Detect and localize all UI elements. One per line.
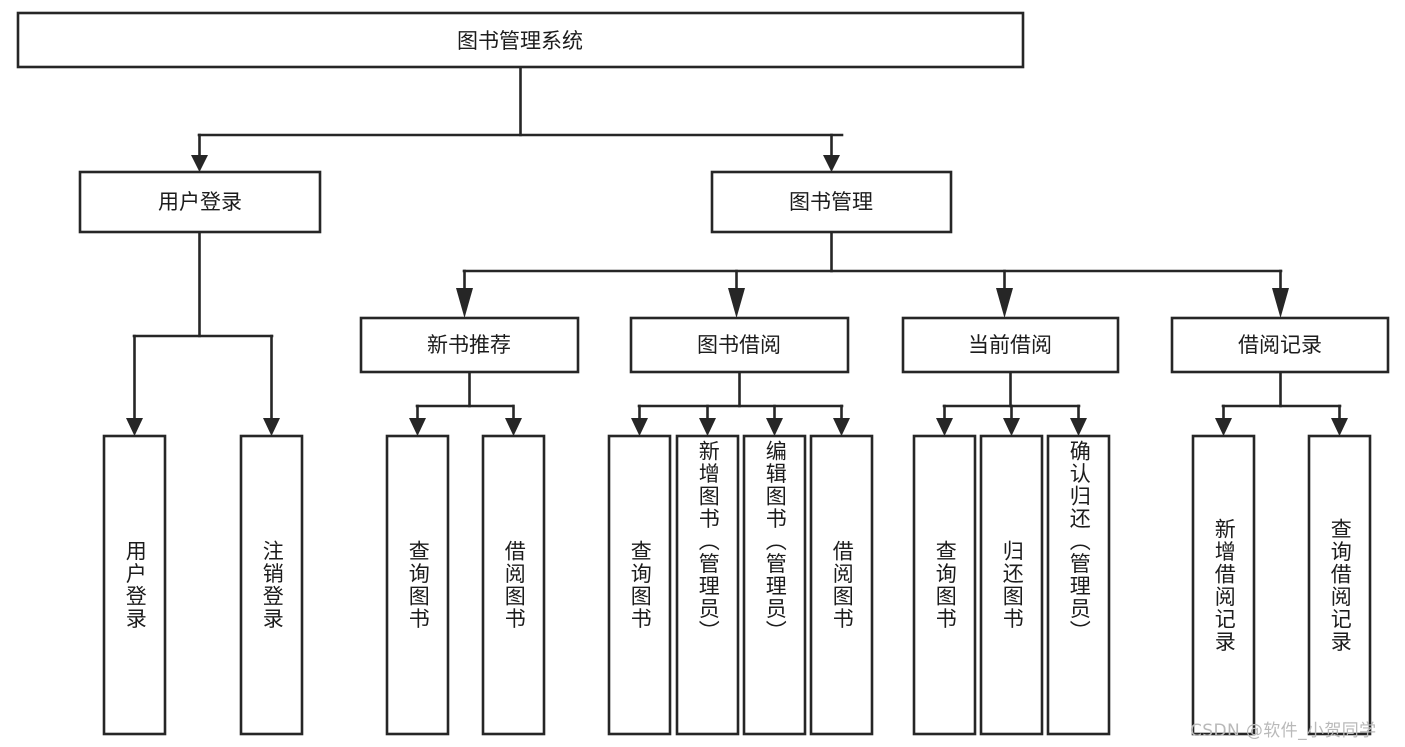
- node-box-group: [16, 11, 1390, 736]
- node-leaf-confirm-return[interactable]: [1046, 434, 1111, 736]
- arrowhead-leaf-query-book-3: [936, 418, 953, 436]
- connector-group: [126, 65, 1348, 436]
- node-user-login[interactable]: [78, 170, 322, 234]
- node-leaf-query-book-2[interactable]: [607, 434, 672, 736]
- node-leaf-logout-login[interactable]: [239, 434, 304, 736]
- label-new-book-recommend: 新书推荐: [427, 333, 511, 357]
- node-leaf-add-record[interactable]: [1191, 434, 1256, 736]
- node-leaf-query-book-1[interactable]: [385, 434, 450, 736]
- arrowhead-book-borrow: [728, 288, 745, 318]
- label-borrow-record: 借阅记录: [1238, 333, 1322, 357]
- node-leaf-query-book-3[interactable]: [912, 434, 977, 736]
- label-current-borrow: 当前借阅: [968, 333, 1052, 357]
- csdn-watermark: CSDN @软件_小贺同学: [1190, 721, 1377, 741]
- node-borrow-record[interactable]: [1170, 316, 1390, 374]
- node-new-book-recommend[interactable]: [359, 316, 580, 374]
- node-leaf-user-login[interactable]: [102, 434, 167, 736]
- arrowhead-leaf-add-book: [699, 418, 716, 436]
- label-root: 图书管理系统: [457, 29, 583, 53]
- label-book-borrow: 图书借阅: [697, 333, 781, 357]
- node-leaf-return-book[interactable]: [979, 434, 1044, 736]
- label-book-management: 图书管理: [789, 190, 873, 214]
- arrowhead-leaf-add-record: [1215, 418, 1232, 436]
- arrowhead-user-login: [191, 155, 208, 172]
- arrowhead-leaf-query-record: [1331, 418, 1348, 436]
- label-user-login: 用户登录: [158, 190, 242, 214]
- arrowhead-leaf-borrow-book-1: [505, 418, 522, 436]
- arrowhead-leaf-query-book-1: [409, 418, 426, 436]
- node-leaf-query-record[interactable]: [1307, 434, 1372, 736]
- node-leaf-edit-book[interactable]: [742, 434, 807, 736]
- node-current-borrow[interactable]: [901, 316, 1120, 374]
- arrowhead-leaf-logout-login: [263, 418, 280, 436]
- arrowhead-leaf-edit-book: [766, 418, 783, 436]
- arrowhead-leaf-confirm-return: [1070, 418, 1087, 436]
- node-root[interactable]: [16, 11, 1025, 69]
- node-book-borrow[interactable]: [629, 316, 850, 374]
- horizontal-label-group: 图书管理系统 用户登录 图书管理 新书推荐 图书借阅 当前借阅 借阅记录: [158, 29, 1322, 357]
- node-book-management[interactable]: [710, 170, 953, 234]
- node-leaf-borrow-book-1[interactable]: [481, 434, 546, 736]
- arrowhead-new-book-recommend: [456, 288, 473, 318]
- arrowhead-current-borrow: [996, 288, 1013, 318]
- arrowhead-leaf-return-book: [1003, 418, 1020, 436]
- arrowhead-leaf-user-login: [126, 418, 143, 436]
- node-leaf-borrow-book-2[interactable]: [809, 434, 874, 736]
- arrowhead-book-management: [823, 155, 840, 172]
- arrowhead-leaf-query-book-2: [631, 418, 648, 436]
- arrowhead-leaf-borrow-book-2: [833, 418, 850, 436]
- node-leaf-add-book[interactable]: [675, 434, 740, 736]
- arrowhead-borrow-record: [1272, 288, 1289, 318]
